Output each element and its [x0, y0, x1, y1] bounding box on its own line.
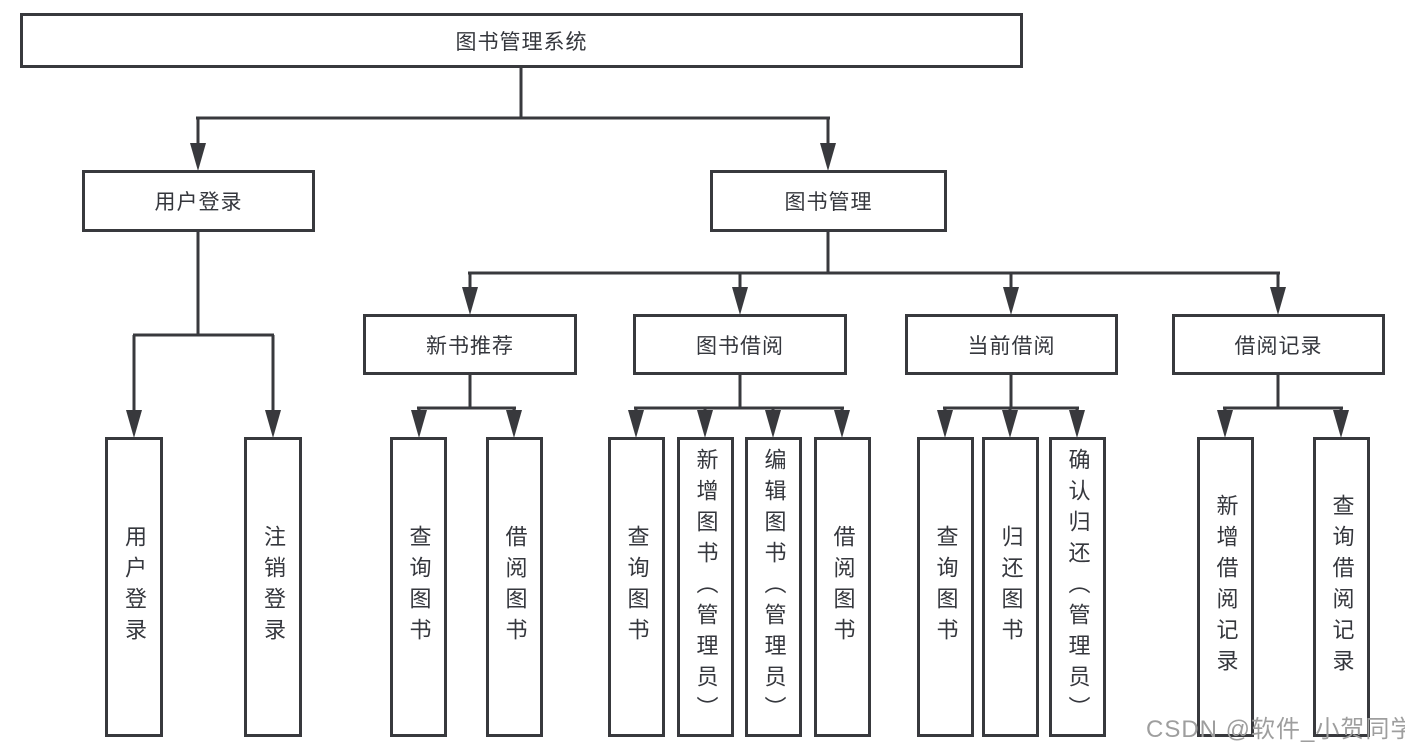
diagram-node-root: 图书管理系统: [20, 13, 1023, 68]
diagram-leaf-add-borrow-record: 新增借阅记录: [1197, 437, 1254, 737]
diagram-leaf-confirm-return-admin-label: 确认归还（管理员）: [1065, 447, 1091, 727]
diagram-leaf-query-borrow-record: 查询借阅记录: [1313, 437, 1370, 737]
diagram-node-borrow-records: 借阅记录: [1172, 314, 1385, 375]
diagram-leaf-current-query-book-label: 查询图书: [933, 525, 959, 649]
diagram-leaf-return-book-label: 归还图书: [998, 525, 1024, 649]
diagram-leaf-borrow-query-book: 查询图书: [608, 437, 665, 737]
diagram-leaf-borrow-book: 借阅图书: [814, 437, 871, 737]
diagram-leaf-recommend-query-book-label: 查询图书: [406, 525, 432, 649]
diagram-node-book-borrow-label: 图书借阅: [696, 334, 784, 358]
diagram-node-root-label: 图书管理系统: [455, 30, 588, 54]
diagram-node-new-book-recommend-label: 新书推荐: [426, 334, 514, 358]
diagram-node-current-borrow-label: 当前借阅: [967, 334, 1056, 358]
diagram-leaf-add-book-admin: 新增图书（管理员）: [677, 437, 734, 737]
csdn-watermark: CSDN @软件_小贺同学: [1146, 716, 1405, 743]
diagram-leaf-logout-label: 注销登录: [261, 525, 286, 649]
diagram-leaf-user-login-label: 用户登录: [122, 525, 147, 649]
diagram-node-new-book-recommend: 新书推荐: [363, 314, 577, 375]
diagram-leaf-current-query-book: 查询图书: [917, 437, 974, 737]
diagram-leaf-add-book-admin-label: 新增图书（管理员）: [693, 447, 719, 727]
diagram-leaf-return-book: 归还图书: [982, 437, 1039, 737]
diagram-node-user-login-label: 用户登录: [154, 191, 243, 214]
diagram-node-borrow-records-label: 借阅记录: [1234, 334, 1323, 358]
diagram-leaf-user-login: 用户登录: [105, 437, 163, 737]
diagram-node-current-borrow: 当前借阅: [905, 314, 1118, 375]
diagram-leaf-confirm-return-admin: 确认归还（管理员）: [1049, 437, 1106, 737]
diagram-leaf-recommend-borrow-book: 借阅图书: [486, 437, 543, 737]
diagram-leaf-logout: 注销登录: [244, 437, 302, 737]
diagram-leaf-edit-book-admin: 编辑图书（管理员）: [745, 437, 802, 737]
diagram-node-book-borrow: 图书借阅: [633, 314, 847, 375]
diagram-leaf-recommend-query-book: 查询图书: [390, 437, 447, 737]
diagram-leaf-borrow-query-book-label: 查询图书: [624, 525, 650, 649]
diagram-leaf-query-borrow-record-label: 查询借阅记录: [1329, 494, 1355, 680]
diagram-leaf-add-borrow-record-label: 新增借阅记录: [1213, 494, 1239, 680]
diagram-leaf-edit-book-admin-label: 编辑图书（管理员）: [761, 447, 787, 727]
diagram-node-book-management: 图书管理: [710, 170, 947, 232]
diagram-node-book-management-label: 图书管理: [784, 191, 873, 214]
diagram-leaf-recommend-borrow-book-label: 借阅图书: [502, 525, 528, 649]
diagram-node-user-login: 用户登录: [82, 170, 315, 232]
diagram-leaf-borrow-book-label: 借阅图书: [830, 525, 856, 649]
